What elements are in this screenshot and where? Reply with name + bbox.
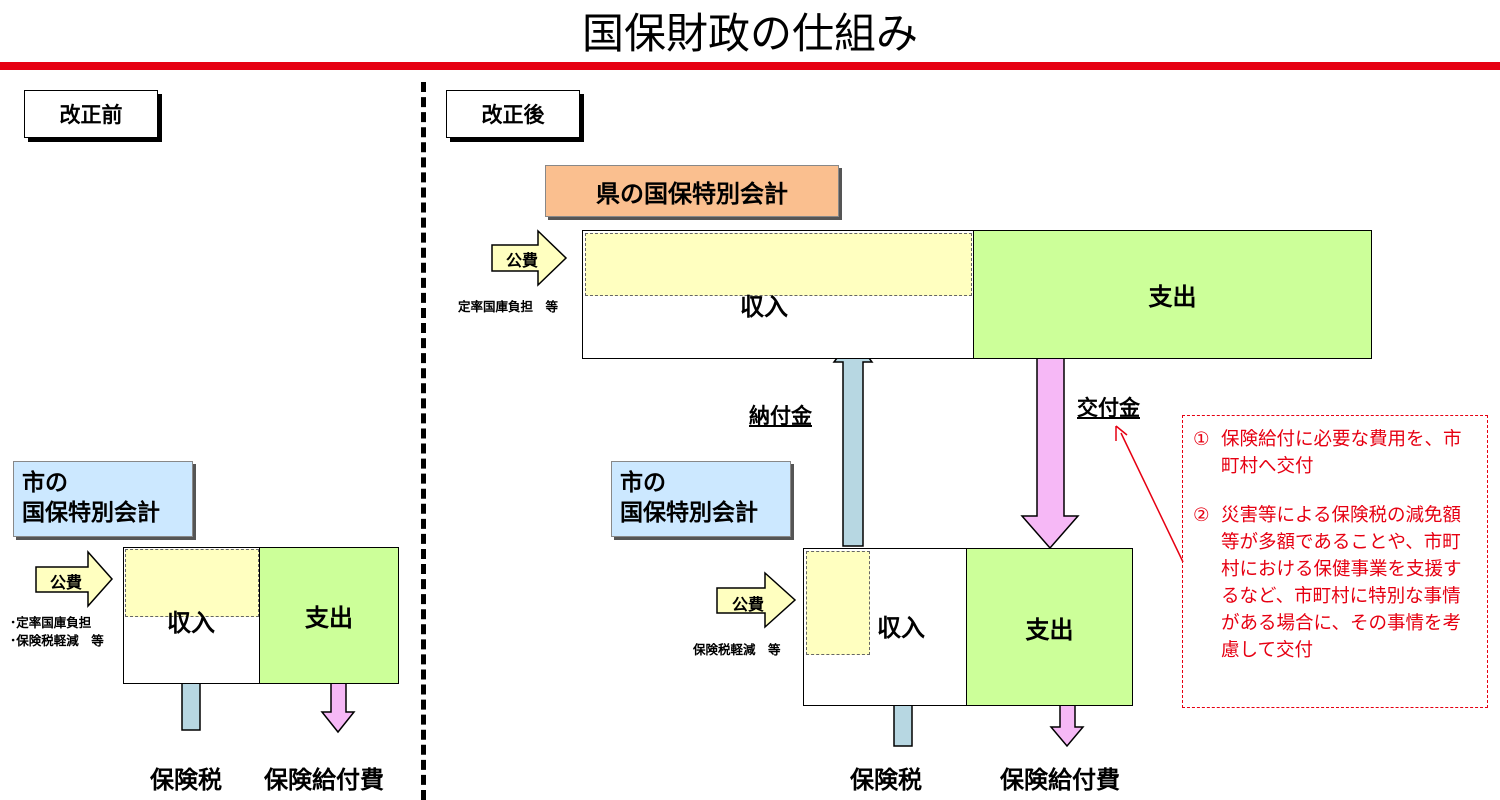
pref-public-portion bbox=[585, 233, 972, 296]
city-public-arrow bbox=[716, 571, 797, 629]
title-underline bbox=[0, 62, 1500, 70]
note-item-2-text: 災害等による保険税の減免額等が多額であることや、市町村における保健事業を支援する… bbox=[1221, 505, 1462, 661]
grant-label: 交付金 bbox=[1077, 396, 1140, 420]
pref-public-label: 公費 bbox=[506, 251, 539, 270]
note-pointer-line bbox=[1120, 432, 1184, 563]
before-tab: 改正前 bbox=[24, 90, 158, 138]
note-item-2: ② 災害等による保険税の減免額等が多額であることや、市町村における保健事業を支援… bbox=[1193, 502, 1479, 664]
after-account-line2: 国保特別会計 bbox=[620, 500, 758, 526]
before-public-note2: ･保険税軽減 等 bbox=[10, 633, 104, 648]
pref-public-note: 定率国庫負担 等 bbox=[458, 299, 559, 314]
note-item-1: ① 保険給付に必要な費用を、市町村へ交付 bbox=[1193, 426, 1479, 480]
payment-up-arrow bbox=[832, 335, 874, 547]
before-income-label: 収入 bbox=[167, 609, 215, 637]
prefecture-account-label: 県の国保特別会計 bbox=[545, 165, 839, 217]
city-expense-box: 支出 bbox=[966, 548, 1133, 706]
note-item-2-number: ② bbox=[1193, 505, 1210, 526]
before-public-portion bbox=[125, 549, 259, 617]
before-expense-box: 支出 bbox=[259, 547, 399, 684]
after-tab: 改正後 bbox=[446, 90, 580, 138]
before-public-label: 公費 bbox=[50, 573, 83, 592]
after-city-account-label: 市の 国保特別会計 bbox=[611, 461, 791, 537]
before-account-line2: 国保特別会計 bbox=[22, 500, 160, 526]
grant-explanation-note: ① 保険給付に必要な費用を、市町村へ交付 ② 災害等による保険税の減免額等が多額… bbox=[1182, 415, 1488, 708]
before-public-arrow bbox=[35, 550, 114, 608]
before-benefit-label: 保険給付費 bbox=[264, 766, 384, 794]
payment-label: 納付金 bbox=[749, 404, 812, 428]
section-divider bbox=[421, 82, 426, 800]
city-public-label: 公費 bbox=[732, 595, 765, 614]
before-account-line1: 市の bbox=[22, 470, 68, 496]
before-tax-label: 保険税 bbox=[150, 766, 222, 794]
before-city-account-label: 市の 国保特別会計 bbox=[13, 461, 193, 537]
pref-public-arrow bbox=[491, 229, 568, 287]
note-pointer-head bbox=[1115, 425, 1128, 441]
after-benefit-label: 保険給付費 bbox=[1000, 766, 1120, 794]
grant-down-arrow bbox=[1020, 344, 1080, 550]
pref-expense-box: 支出 bbox=[973, 230, 1372, 359]
page-title: 国保財政の仕組み bbox=[581, 9, 918, 58]
note-item-1-text: 保険給付に必要な費用を、市町村へ交付 bbox=[1221, 429, 1462, 477]
note-item-1-number: ① bbox=[1193, 429, 1210, 450]
city-public-note: 保険税軽減 等 bbox=[693, 642, 781, 657]
before-public-note1: ･定率国庫負担 bbox=[10, 615, 92, 630]
city-income-label: 収入 bbox=[877, 614, 925, 642]
after-tax-label: 保険税 bbox=[850, 766, 922, 794]
after-account-line1: 市の bbox=[620, 470, 666, 496]
pref-income-label: 収入 bbox=[740, 293, 788, 321]
city-public-portion bbox=[806, 551, 870, 655]
